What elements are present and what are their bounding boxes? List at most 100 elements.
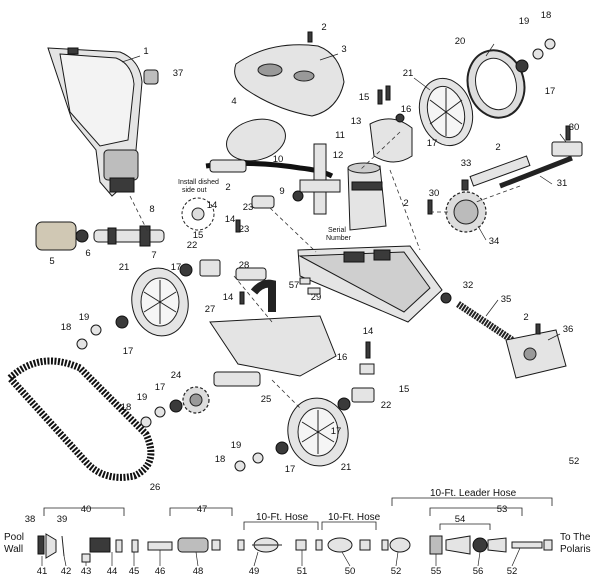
- part-4-float: [226, 118, 286, 162]
- part-1-cover: [47, 47, 143, 197]
- part-30-bracket-top: [551, 125, 583, 157]
- callout-19: 19: [231, 440, 242, 451]
- install-note-line1: Install dished: [178, 179, 219, 186]
- part-32-ring: [440, 292, 452, 304]
- callout-31: 31: [557, 178, 568, 189]
- callout-46: 46: [155, 566, 166, 577]
- callout-12: 12: [333, 150, 344, 161]
- part-31-shaft: [499, 155, 573, 189]
- part-22-axle-left: [199, 259, 221, 277]
- callout-17: 17: [171, 262, 182, 273]
- hose-2-label: 10-Ft. Hose: [328, 512, 381, 523]
- serial-label-line1: Serial: [328, 227, 346, 234]
- part-7-connector: [93, 225, 165, 247]
- callout-19: 19: [79, 312, 90, 323]
- callout-13: 13: [351, 116, 362, 127]
- callout-30: 30: [429, 188, 440, 199]
- callout-50: 50: [345, 566, 356, 577]
- callout-14: 14: [225, 214, 236, 225]
- part-18-cap-top: [544, 38, 556, 50]
- callout-52: 52: [569, 456, 580, 467]
- callout-6: 6: [85, 248, 90, 259]
- callout-19: 19: [137, 392, 148, 403]
- callout-15: 15: [359, 92, 370, 103]
- callout-24: 24: [171, 370, 182, 381]
- part-18-cap-bottom: [234, 460, 246, 472]
- callout-2: 2: [321, 22, 326, 33]
- part-21-wheel-top: [418, 77, 474, 147]
- part-6-collar: [75, 229, 89, 243]
- part-24-sprocket: [182, 386, 210, 414]
- part-34-sprocket: [445, 179, 487, 233]
- callout-40: 40: [81, 504, 92, 515]
- callout-41: 41: [37, 566, 48, 577]
- callout-26: 26: [150, 482, 161, 493]
- part-28-elbow: [235, 267, 276, 312]
- callout-18: 18: [541, 10, 552, 21]
- callout-14: 14: [223, 292, 234, 303]
- callout-52: 52: [391, 566, 402, 577]
- leader-lines: [121, 43, 567, 341]
- callout-2: 2: [523, 312, 528, 323]
- callout-17: 17: [155, 382, 166, 393]
- callout-56: 56: [473, 566, 484, 577]
- callout-22: 22: [187, 240, 198, 251]
- install-note-line2: side out: [182, 187, 207, 194]
- serial-label-line2: Number: [326, 235, 352, 242]
- callout-37: 37: [173, 68, 184, 79]
- part-37: [143, 69, 159, 85]
- callout-7: 7: [151, 250, 156, 261]
- bottom-hose-strip: Pool Wall 10-Ft. Hose 10-Ft. Hose 10-Ft.…: [4, 488, 591, 563]
- callout-53: 53: [497, 504, 508, 515]
- callout-numbers: 1 2 3 4 5 6 7 8 9 10 11 12 13 14 15 16 1…: [25, 10, 580, 577]
- callout-42: 42: [61, 566, 72, 577]
- callout-22: 22: [381, 400, 392, 411]
- callout-19: 19: [519, 16, 530, 27]
- pool-wall-line1: Pool: [4, 532, 24, 543]
- callout-20: 20: [455, 36, 466, 47]
- callout-11: 11: [335, 130, 345, 141]
- callout-10: 10: [273, 154, 284, 165]
- callout-44: 44: [107, 566, 118, 577]
- callout-17: 17: [331, 426, 342, 437]
- callout-54: 54: [455, 514, 466, 525]
- part-21-wheel-left: [131, 267, 189, 337]
- callout-21: 21: [403, 68, 414, 79]
- part-21-wheel-bottom: [287, 397, 349, 467]
- callout-3: 3: [341, 44, 346, 55]
- part-17-bearing-left: [179, 263, 193, 277]
- part-26-belt: [5, 357, 155, 481]
- part-29-plug: [307, 287, 321, 295]
- to-polaris-line2: Polaris: [560, 544, 591, 555]
- callout-23: 23: [243, 202, 254, 213]
- callout-17: 17: [545, 86, 556, 97]
- part-11-mast: [299, 143, 341, 215]
- part-25-axle: [213, 371, 261, 387]
- callout-48: 48: [193, 566, 204, 577]
- part-13-shield: [369, 118, 413, 163]
- part-19-washer-bottom: [252, 452, 264, 464]
- part-17-bearing-right: [337, 397, 351, 411]
- part-57-plug: [299, 277, 311, 285]
- part-16-washer-top: [395, 113, 405, 123]
- part-14-screws-center: [235, 219, 241, 233]
- part-19-washer-top: [532, 48, 544, 60]
- part-27-tray: [209, 315, 337, 377]
- hose-1-label: 10-Ft. Hose: [256, 512, 309, 523]
- callout-38: 38: [25, 514, 36, 525]
- install-note-circle: [181, 197, 215, 231]
- callout-1: 1: [143, 46, 148, 57]
- callout-4: 4: [231, 96, 236, 107]
- part-18-cap-left: [76, 338, 88, 350]
- part-17-bearing-left2: [115, 315, 129, 329]
- callout-17: 17: [427, 138, 438, 149]
- callout-2: 2: [225, 182, 230, 193]
- callout-52: 52: [507, 566, 518, 577]
- part-35-worm-shaft: [456, 301, 514, 343]
- callout-18: 18: [121, 402, 132, 413]
- part-22-axle-right: [351, 387, 375, 403]
- callout-45: 45: [129, 566, 140, 577]
- callout-18: 18: [61, 322, 72, 333]
- part-9-nut: [292, 190, 304, 202]
